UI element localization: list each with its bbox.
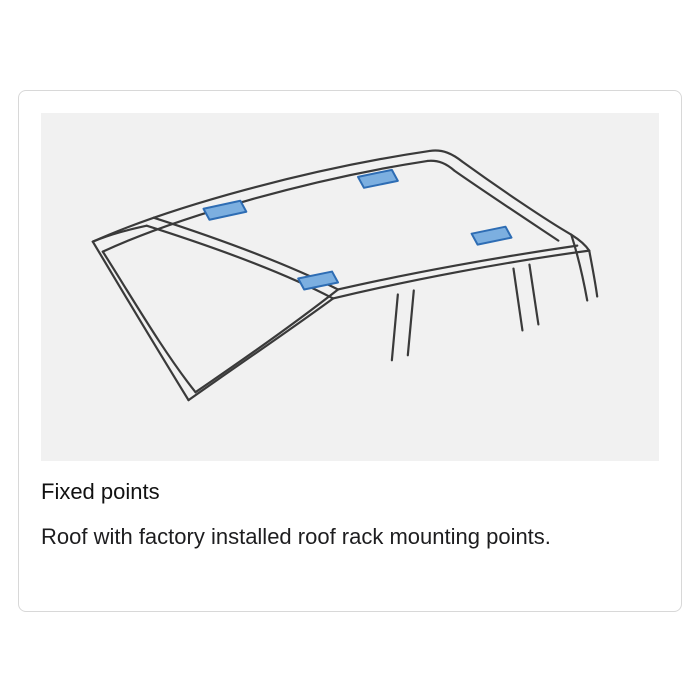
car-roof-fixed-points-illustration	[91, 149, 599, 402]
roof-type-card[interactable]: Fixed points Roof with factory installed…	[18, 90, 682, 612]
mounting-point-marker	[297, 270, 340, 291]
mounting-point-marker	[202, 199, 248, 221]
car-roof-outline	[91, 149, 599, 402]
mounting-point-marker	[356, 168, 399, 189]
card-title: Fixed points	[41, 479, 160, 504]
mounting-points	[202, 168, 513, 291]
card-description: Roof with factory installed roof rack mo…	[41, 524, 551, 549]
mounting-point-marker	[470, 225, 513, 246]
roof-illustration-panel	[41, 113, 659, 461]
